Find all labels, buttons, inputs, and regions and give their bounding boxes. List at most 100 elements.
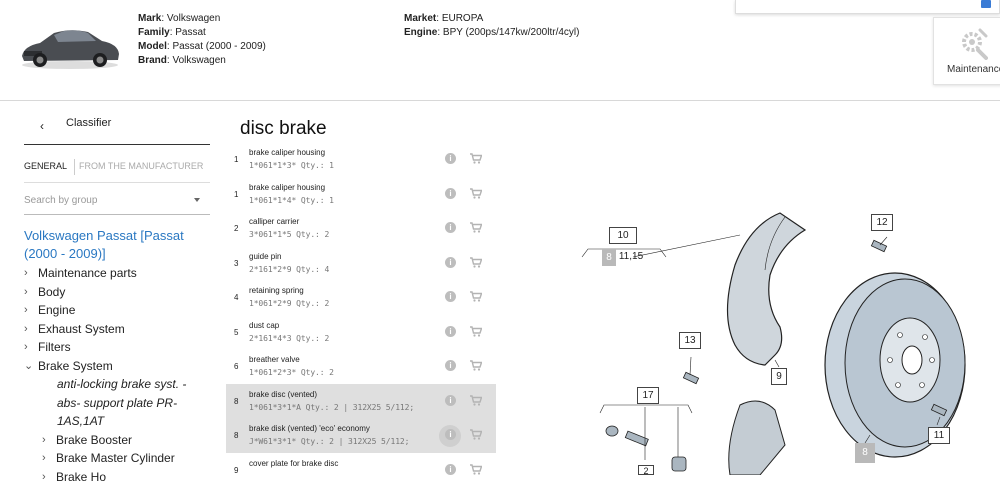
tree-item-label: Filters: [38, 340, 71, 354]
engine-label: Engine: [404, 27, 437, 38]
part-name[interactable]: calliper carrier: [249, 217, 299, 226]
tree-item-body[interactable]: ›Body: [24, 283, 210, 302]
callout-9[interactable]: 9: [771, 368, 787, 385]
vehicle-header: Mark: Volkswagen Family: Passat Model: P…: [0, 0, 1000, 101]
part-code-qty: 2*161*4*3 Qty.: 2: [249, 334, 329, 343]
callout-12[interactable]: 12: [871, 214, 893, 231]
toolbar-icon[interactable]: [981, 0, 991, 8]
info-icon[interactable]: i: [445, 188, 456, 199]
tab-divider: [74, 159, 75, 175]
part-row[interactable]: 5 dust cap 2*161*4*3 Qty.: 2 i: [226, 315, 496, 350]
tab-from-manufacturer[interactable]: FROM THE MANUFACTURER: [79, 161, 203, 171]
market-value: EUROPA: [442, 13, 484, 24]
callout-11[interactable]: 11: [928, 427, 950, 444]
tree-item-filters[interactable]: ›Filters: [24, 338, 210, 357]
part-name[interactable]: brake disk (vented) 'eco' economy: [249, 424, 370, 433]
classifier-label: Classifier: [66, 117, 111, 129]
info-icon[interactable]: i: [445, 395, 456, 406]
tab-general[interactable]: GENERAL: [24, 161, 67, 171]
part-name[interactable]: retaining spring: [249, 286, 304, 295]
info-icon[interactable]: i: [445, 257, 456, 268]
tree-item-label: Brake Ho: [56, 470, 106, 484]
tree-item-brake-master-cylinder[interactable]: ›Brake Master Cylinder: [24, 449, 210, 468]
vehicle-info-right: Market: EUROPA Engine: BPY (200ps/147kw/…: [404, 12, 579, 40]
tree-item-maintenance-parts[interactable]: ›Maintenance parts: [24, 264, 210, 283]
cart-icon[interactable]: [470, 395, 482, 406]
part-position-number: 5: [234, 328, 238, 337]
cart-icon[interactable]: [470, 291, 482, 302]
mark-value: Volkswagen: [167, 13, 220, 24]
part-name[interactable]: brake caliper housing: [249, 183, 325, 192]
brand-row: Brand: Volkswagen: [138, 54, 266, 68]
dropdown-arrow-icon: [194, 198, 200, 202]
family-row: Family: Passat: [138, 26, 266, 40]
cart-icon[interactable]: [470, 464, 482, 475]
tree-item-engine[interactable]: ›Engine: [24, 301, 210, 320]
info-icon[interactable]: i: [445, 429, 456, 440]
vehicle-tree-root-link[interactable]: Volkswagen Passat [Passat (2000 - 2009)]: [24, 227, 214, 263]
cart-icon[interactable]: [470, 326, 482, 337]
engine-row: Engine: BPY (200ps/147kw/200ltr/4cyl): [404, 26, 579, 40]
part-name[interactable]: dust cap: [249, 321, 279, 330]
callout-8[interactable]: 8: [855, 443, 875, 463]
tree-item-brake-system[interactable]: ⌄ Brake System: [24, 357, 210, 376]
group-search-select[interactable]: Search by group: [24, 193, 210, 215]
part-name[interactable]: cover plate for brake disc: [249, 459, 338, 468]
maintenance-card[interactable]: Maintenance: [933, 17, 1000, 85]
info-icon[interactable]: i: [445, 222, 456, 233]
part-name[interactable]: brake caliper housing: [249, 148, 325, 157]
part-name[interactable]: brake disc (vented): [249, 390, 317, 399]
cart-icon[interactable]: [470, 429, 482, 440]
tree-item-label: Body: [38, 285, 65, 299]
cart-icon[interactable]: [470, 257, 482, 268]
callout-11-15[interactable]: 11,15: [614, 249, 648, 266]
part-position-number: 8: [234, 397, 238, 406]
cart-icon[interactable]: [470, 222, 482, 233]
engine-value: BPY (200ps/147kw/200ltr/4cyl): [443, 27, 580, 38]
info-icon[interactable]: i: [445, 326, 456, 337]
info-icon[interactable]: i: [445, 291, 456, 302]
chevron-right-icon: ›: [24, 301, 28, 320]
tree-subitem-abs-support-plate[interactable]: anti-locking brake syst. - abs- support …: [24, 375, 210, 431]
model-label: Model: [138, 41, 167, 52]
info-icon[interactable]: i: [445, 153, 456, 164]
car-image: [18, 24, 122, 70]
exploded-parts-diagram: 10 8 11,15 12 13 9 17 11 8 2: [560, 195, 1000, 475]
tree-item-label: Brake Booster: [56, 433, 132, 447]
callout-13[interactable]: 13: [679, 332, 701, 349]
tree-item-brake-booster[interactable]: ›Brake Booster: [24, 431, 210, 450]
cart-icon[interactable]: [470, 153, 482, 164]
classifier-back-button[interactable]: ‹ Classifier: [24, 115, 210, 145]
cart-icon[interactable]: [470, 360, 482, 371]
part-code-qty: 1*061*3*1*A Qty.: 2 | 312X25 5/112;: [249, 403, 414, 412]
mark-label: Mark: [138, 13, 161, 24]
chevron-left-icon: ‹: [40, 119, 44, 133]
chevron-down-icon: ⌄: [24, 357, 33, 376]
callout-17[interactable]: 17: [637, 387, 659, 404]
part-name[interactable]: breather valve: [249, 355, 300, 364]
part-position-number: 1: [234, 190, 238, 199]
info-icon[interactable]: i: [445, 464, 456, 475]
cart-icon[interactable]: [470, 188, 482, 199]
part-name[interactable]: guide pin: [249, 252, 281, 261]
family-label: Family: [138, 27, 170, 38]
tree-item-brake-hoses[interactable]: ›Brake Ho: [24, 468, 210, 487]
part-row[interactable]: 8 brake disc (vented) 1*061*3*1*A Qty.: 2 …: [226, 384, 496, 419]
part-code-qty: 3*061*1*5 Qty.: 2: [249, 230, 329, 239]
callout-10[interactable]: 10: [609, 227, 637, 244]
info-icon[interactable]: i: [445, 360, 456, 371]
part-position-number: 8: [234, 431, 238, 440]
sidebar: ‹ Classifier GENERAL FROM THE MANUFACTUR…: [0, 101, 220, 475]
tree-item-label: Brake System: [38, 359, 113, 373]
callout-2[interactable]: 2: [638, 465, 654, 475]
tree-item-exhaust-system[interactable]: ›Exhaust System: [24, 320, 210, 339]
